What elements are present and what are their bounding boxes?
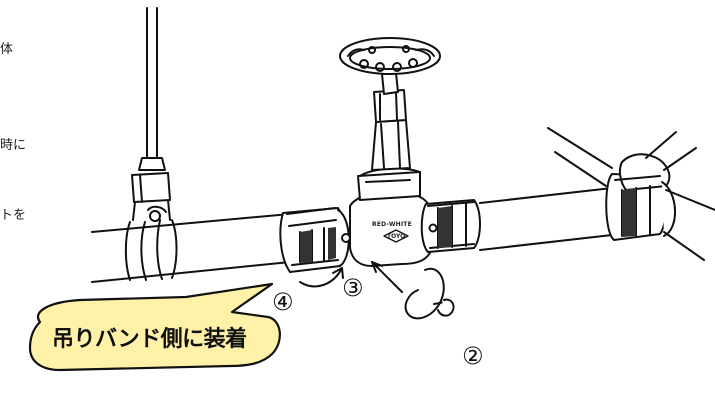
valve-marking-brand: RED-WHITE	[372, 221, 412, 228]
rotate-arrow	[299, 267, 344, 288]
step-2-label: ②	[462, 342, 484, 370]
main-pipe	[91, 187, 613, 283]
hanger-rod	[146, 7, 158, 169]
right-union-nut	[420, 199, 481, 253]
left-union-nut	[279, 207, 351, 273]
tee-fitting	[547, 127, 715, 261]
side-text-3: トを	[0, 208, 27, 223]
step-4-label: ④	[272, 288, 294, 316]
valve-marking-maker: TOYO	[387, 233, 406, 240]
side-text-1: 体	[0, 42, 14, 57]
gasket-ring	[404, 267, 455, 320]
valve-stem	[371, 72, 411, 171]
callout-bubble	[28, 282, 281, 372]
valve-logo-diamond	[383, 229, 409, 243]
hanger-band	[124, 199, 178, 281]
step-3-label: ③	[342, 274, 364, 302]
handwheel	[339, 37, 441, 75]
callout-text: 吊りバンド側に装着	[52, 327, 247, 352]
hanger-nut	[131, 157, 171, 203]
valve-body	[349, 167, 433, 267]
side-text-2: 時に	[0, 138, 27, 153]
insert-arrow	[371, 261, 403, 293]
